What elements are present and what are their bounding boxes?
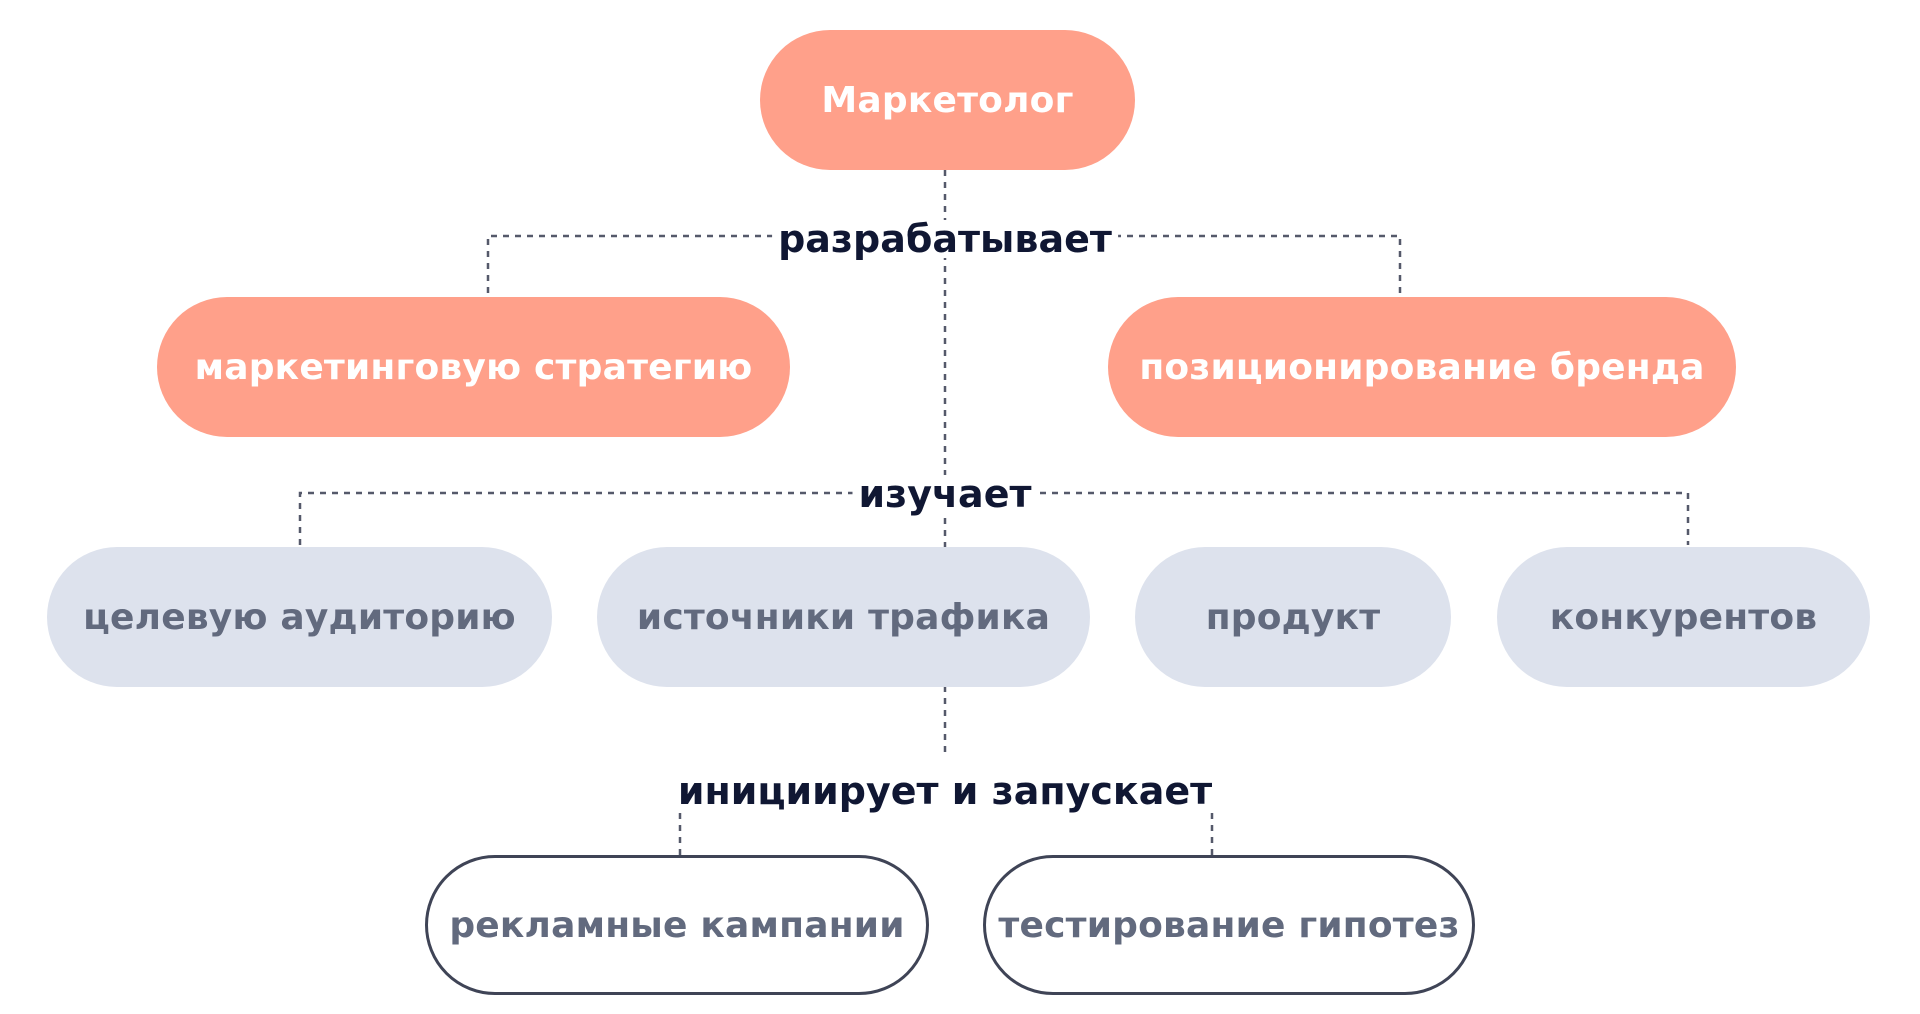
root-label: Маркетолог <box>821 79 1074 121</box>
verb-develops: разрабатывает <box>772 220 1118 258</box>
node-traffic-sources-label: источники трафика <box>636 596 1051 638</box>
verb-studies: изучает <box>852 475 1038 513</box>
node-hypothesis-testing-label: тестирование гипотез <box>998 904 1460 946</box>
connector-develops <box>486 234 1402 293</box>
node-ad-campaigns: рекламные кампании <box>425 855 929 995</box>
node-product-label: продукт <box>1205 596 1381 638</box>
node-brand-positioning-label: позиционирование бренда <box>1139 346 1705 388</box>
verb-initiates: инициирует и запускает <box>671 772 1219 810</box>
node-traffic-sources: источники трафика <box>597 547 1090 687</box>
node-brand-positioning: позиционирование бренда <box>1108 297 1736 437</box>
node-hypothesis-testing: тестирование гипотез <box>983 855 1475 995</box>
node-target-audience: целевую аудиторию <box>47 547 552 687</box>
node-competitors-label: конкурентов <box>1549 596 1818 638</box>
node-target-audience-label: целевую аудиторию <box>83 596 516 638</box>
node-ad-campaigns-label: рекламные кампании <box>449 904 905 946</box>
node-marketing-strategy-label: маркетинговую стратегию <box>194 346 753 388</box>
node-competitors: конкурентов <box>1497 547 1870 687</box>
node-product: продукт <box>1135 547 1451 687</box>
root-node: Маркетолог <box>760 30 1135 170</box>
node-marketing-strategy: маркетинговую стратегию <box>157 297 790 437</box>
